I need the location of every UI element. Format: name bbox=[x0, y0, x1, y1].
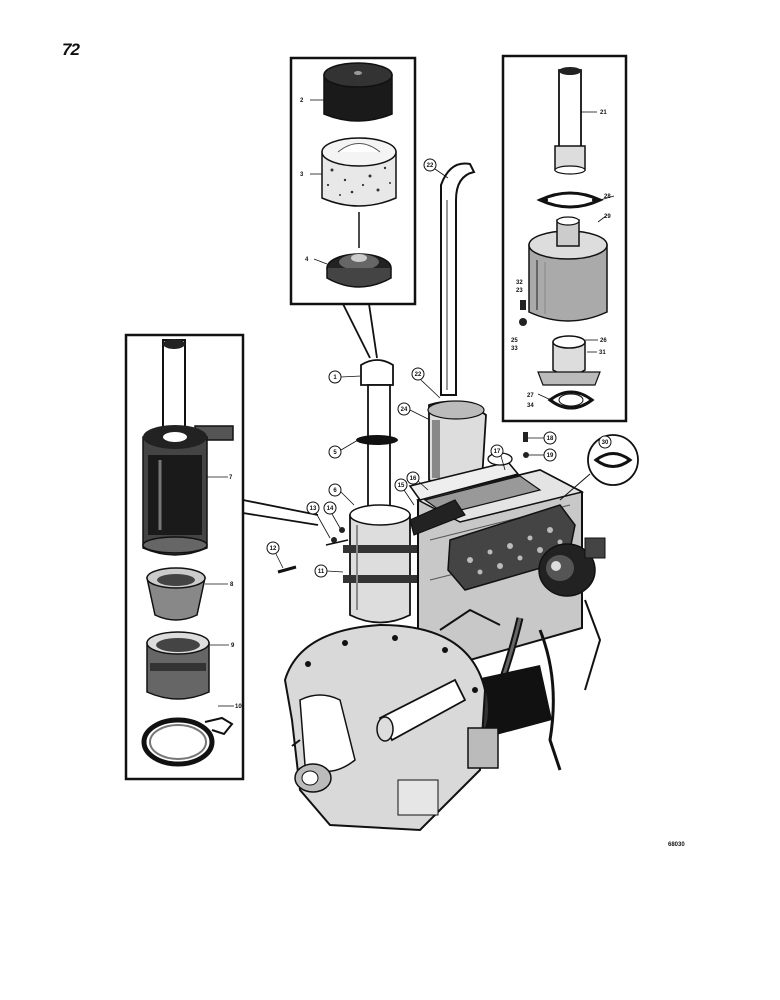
callout-27: 27 bbox=[527, 393, 534, 399]
inset-top: 2 3 4 bbox=[289, 56, 417, 359]
exhaust-pipe-short bbox=[554, 67, 586, 175]
dust-cup bbox=[146, 567, 206, 621]
gasket-inset bbox=[559, 434, 639, 501]
callout-5: 5 bbox=[333, 450, 337, 456]
callout-11: 11 bbox=[318, 569, 325, 575]
main-callouts: 1 5 6 13 14 12 11 22 22 bbox=[266, 158, 612, 578]
callout-14: 14 bbox=[327, 506, 334, 512]
callout-7: 7 bbox=[229, 475, 233, 481]
muffler-fasteners bbox=[519, 300, 527, 326]
callout-26: 26 bbox=[600, 338, 607, 344]
callout-23: 23 bbox=[516, 288, 523, 294]
callout-34: 34 bbox=[527, 403, 534, 409]
exhaust-elbow bbox=[537, 335, 601, 410]
callout-1: 1 bbox=[333, 375, 337, 381]
callout-24: 24 bbox=[401, 407, 408, 413]
clamp-ring bbox=[141, 716, 234, 767]
callout-31: 31 bbox=[599, 350, 606, 356]
filter-baffle bbox=[326, 212, 392, 288]
callout-22a: 22 bbox=[427, 163, 434, 169]
callout-8: 8 bbox=[230, 582, 234, 588]
inset-left: 7 8 9 10 bbox=[124, 333, 319, 781]
mount-bolt bbox=[277, 565, 297, 574]
callout-6: 6 bbox=[333, 488, 337, 494]
bracket-hardware bbox=[325, 527, 349, 546]
air-cleaner-stack bbox=[343, 359, 466, 624]
exhaust-stack bbox=[427, 162, 487, 487]
callout-9: 9 bbox=[231, 643, 235, 649]
callout-33: 33 bbox=[511, 346, 518, 352]
filter-element bbox=[321, 137, 397, 207]
engine-assembly: 1 5 6 13 14 12 11 22 22 bbox=[266, 158, 639, 832]
page-number: 72 bbox=[62, 40, 80, 59]
callout-10: 10 bbox=[235, 704, 242, 710]
muffler-gasket bbox=[536, 191, 604, 209]
callout-28a: 28 bbox=[604, 194, 611, 200]
callout-22b: 22 bbox=[415, 372, 422, 378]
callout-2: 2 bbox=[300, 98, 304, 104]
reference-code: 68030 bbox=[668, 842, 685, 848]
callout-4: 4 bbox=[305, 257, 309, 263]
callout-16: 16 bbox=[410, 476, 417, 482]
callout-17: 17 bbox=[494, 449, 501, 455]
callout-30: 30 bbox=[602, 440, 609, 446]
callout-32: 32 bbox=[516, 280, 523, 286]
insulation-wrap bbox=[447, 504, 576, 591]
alternator bbox=[538, 537, 606, 597]
callout-19: 19 bbox=[547, 453, 554, 459]
callout-3: 3 bbox=[300, 172, 304, 178]
callout-12: 12 bbox=[270, 546, 277, 552]
air-cleaner-cap bbox=[323, 62, 393, 122]
callout-13: 13 bbox=[310, 506, 317, 512]
bell-housing bbox=[283, 623, 499, 832]
inset-right: 21 28 29 32 23 25 33 26 31 27 34 bbox=[501, 54, 628, 423]
dust-bowl bbox=[146, 631, 210, 700]
muffler bbox=[528, 216, 608, 322]
callout-15: 15 bbox=[398, 483, 405, 489]
callout-29: 29 bbox=[604, 214, 611, 220]
callout-21: 21 bbox=[600, 110, 607, 116]
callout-25: 25 bbox=[511, 338, 518, 344]
callout-18a: 18 bbox=[547, 436, 554, 442]
precleaner-body bbox=[142, 339, 234, 556]
